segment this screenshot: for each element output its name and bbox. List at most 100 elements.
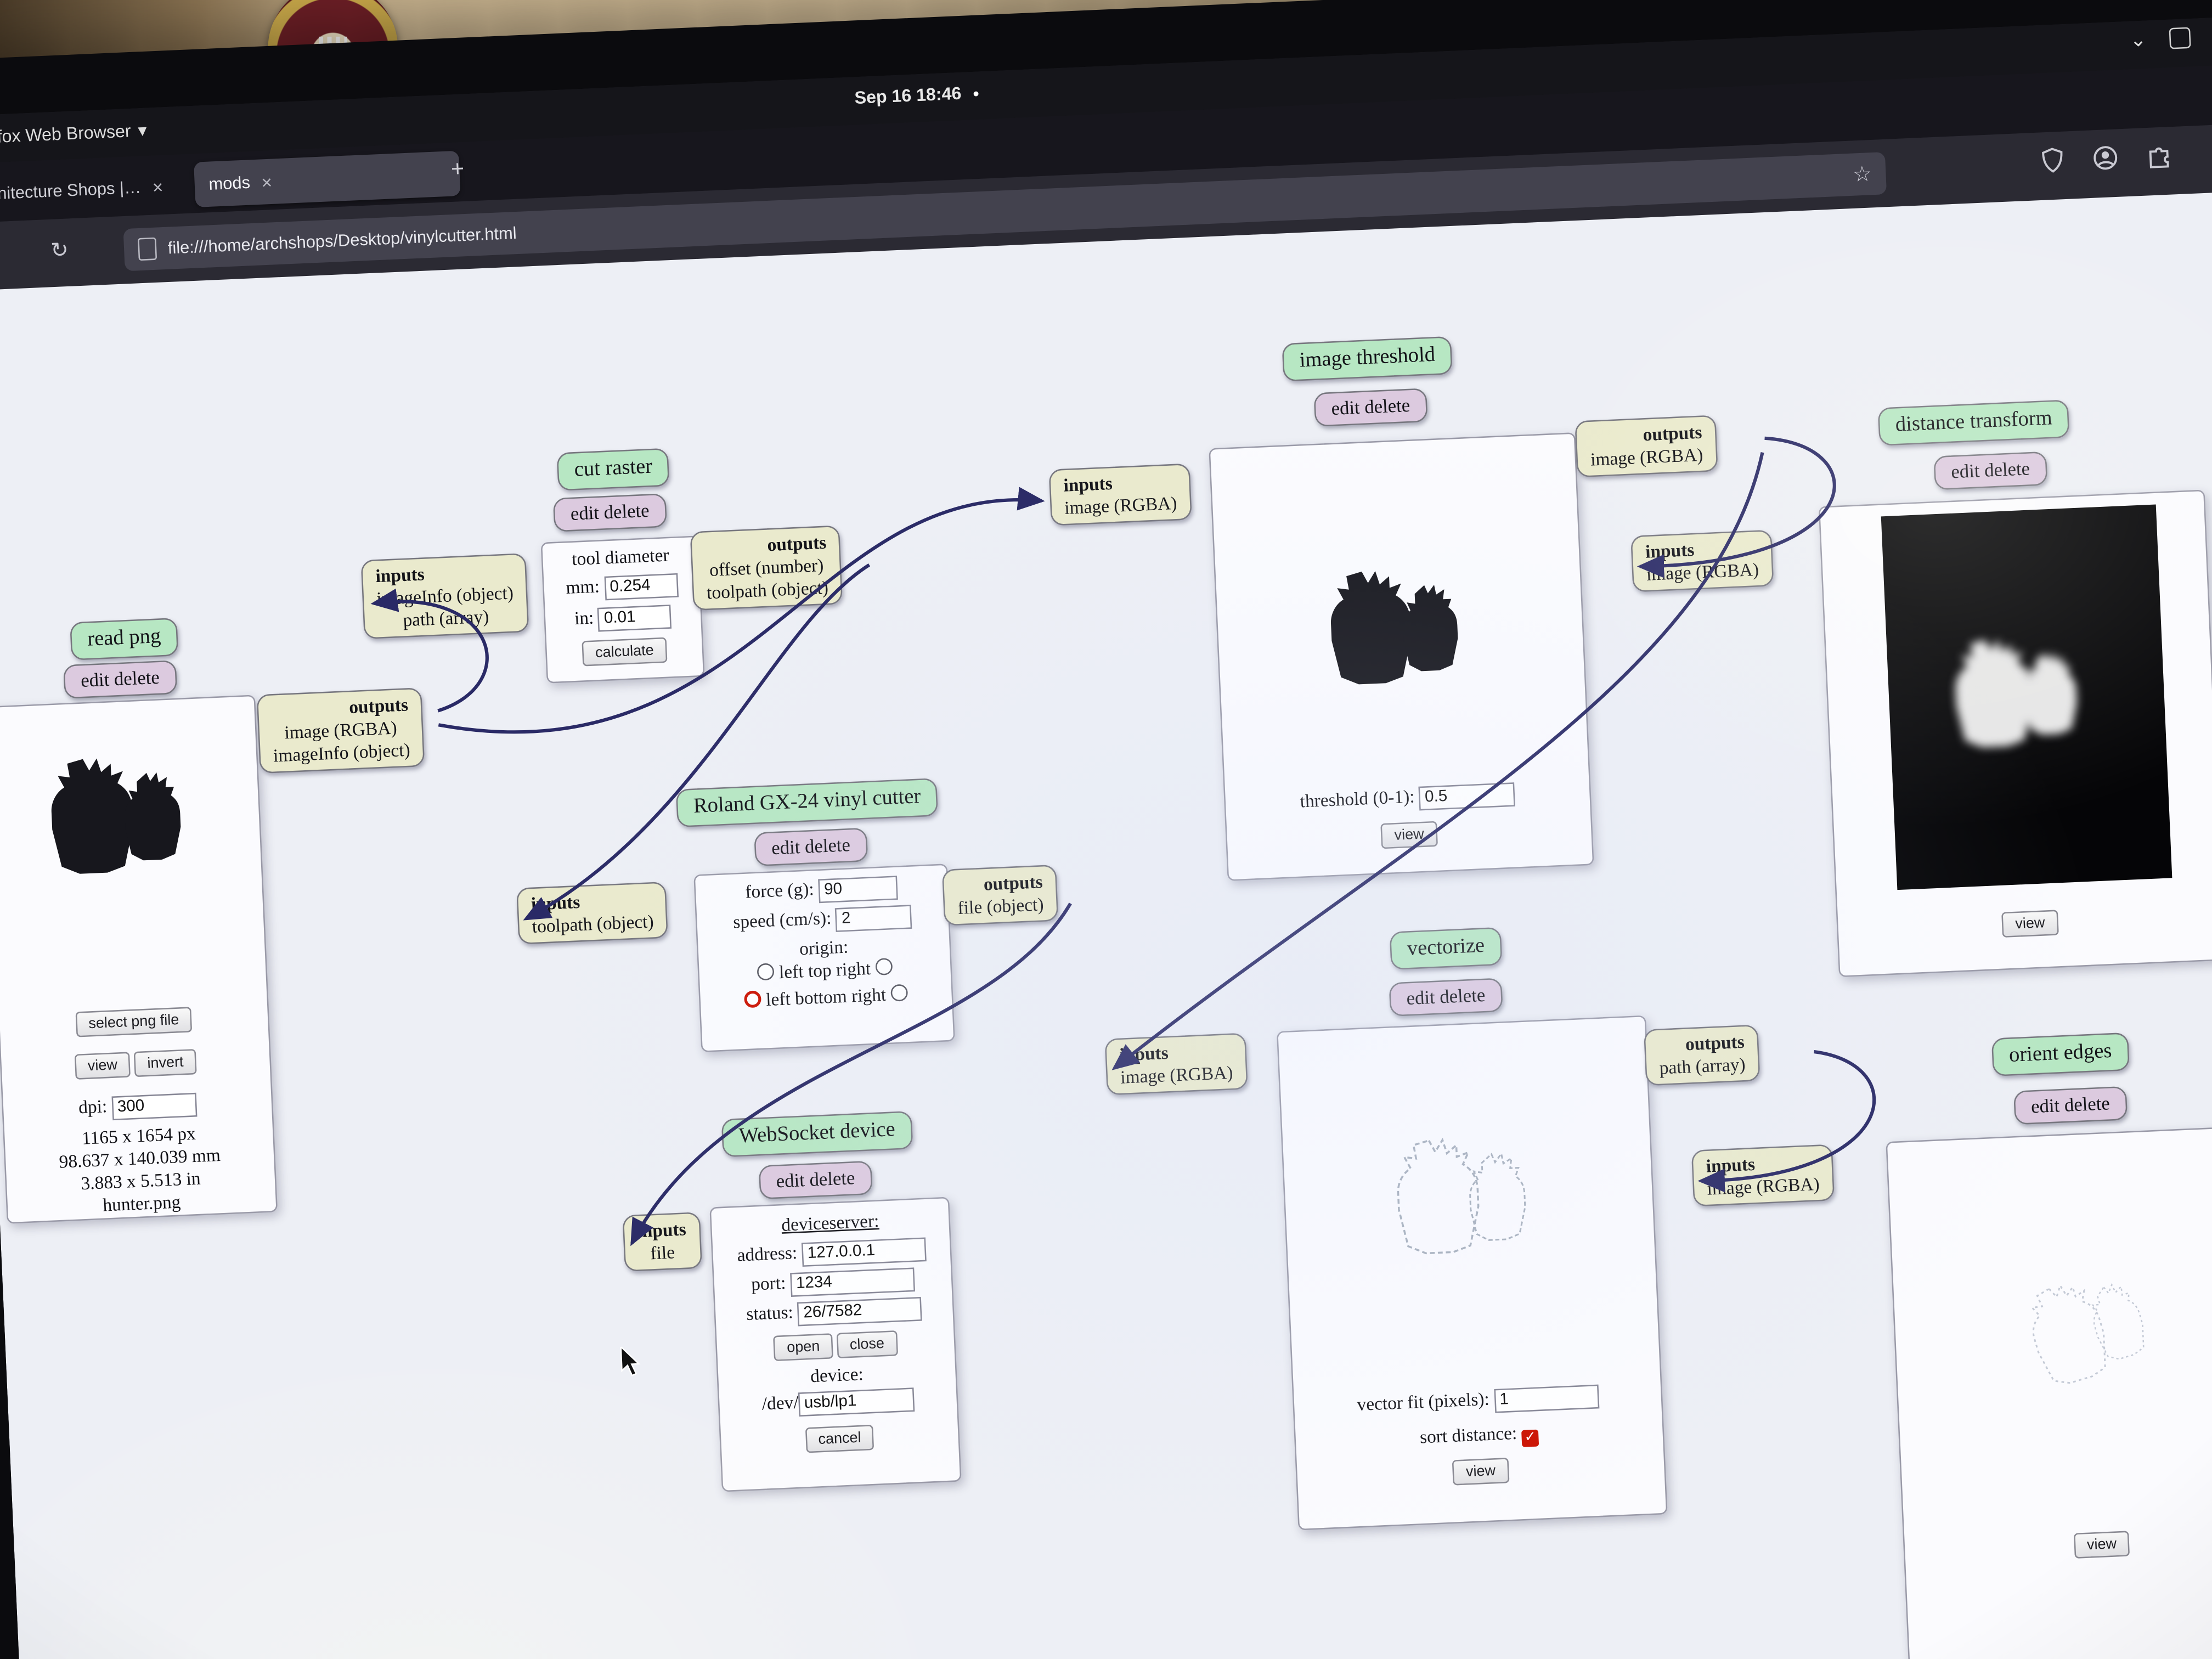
- distance-transform-inputs[interactable]: inputs image (RGBA): [1630, 529, 1774, 592]
- device-path-input[interactable]: [798, 1386, 915, 1416]
- tab-label: mods: [208, 172, 251, 194]
- edit-button[interactable]: edit: [2030, 1094, 2061, 1118]
- calculate-button[interactable]: calculate: [582, 637, 667, 667]
- chevron-down-icon[interactable]: ⌄: [2129, 27, 2147, 51]
- in-input[interactable]: [597, 603, 673, 631]
- vectorize-outputs[interactable]: outputs path (array): [1643, 1024, 1760, 1086]
- clock-label: Sep 16 18:46: [854, 83, 962, 108]
- notification-dot-icon: ●: [972, 86, 980, 100]
- edit-button[interactable]: edit: [775, 1169, 805, 1192]
- origin-left-bottom-radio-selected[interactable]: [744, 990, 762, 1008]
- dpi-label: dpi:: [78, 1095, 108, 1118]
- module-image-threshold-body[interactable]: threshold (0-1): view: [1209, 432, 1594, 881]
- tab-close-icon[interactable]: ×: [151, 176, 164, 198]
- select-png-file-button[interactable]: select png file: [75, 1007, 193, 1037]
- sort-distance-checkbox[interactable]: ✓: [1521, 1429, 1539, 1447]
- edit-button[interactable]: edit: [1406, 986, 1436, 1009]
- image-threshold-outputs[interactable]: outputs image (RGBA): [1575, 415, 1718, 477]
- delete-button[interactable]: delete: [804, 834, 851, 857]
- module-orient-edges-body[interactable]: view: [1886, 1119, 2212, 1659]
- edit-button[interactable]: edit: [771, 836, 801, 859]
- module-read-png-title[interactable]: read png: [70, 617, 179, 661]
- module-websocket-title[interactable]: WebSocket device: [721, 1110, 913, 1158]
- edit-button[interactable]: edit: [80, 668, 110, 691]
- roland-inputs[interactable]: inputs toolpath (object): [516, 881, 669, 944]
- delete-button[interactable]: delete: [1984, 458, 2030, 481]
- module-orient-edges-title[interactable]: orient edges: [1991, 1032, 2130, 1077]
- read-png-preview-image: [49, 755, 183, 875]
- roland-outputs[interactable]: outputs file (object): [941, 864, 1059, 926]
- origin-right-bottom-radio[interactable]: [890, 984, 908, 1002]
- force-input[interactable]: [818, 874, 898, 902]
- view-button[interactable]: view: [1452, 1457, 1509, 1486]
- module-read-png-body[interactable]: select png file view invert dpi: 1165 x …: [0, 695, 278, 1224]
- invert-button[interactable]: invert: [134, 1049, 197, 1077]
- url-text: file:///home/archshops/Desktop/vinylcutt…: [167, 223, 517, 258]
- delete-button[interactable]: delete: [603, 499, 650, 523]
- view-button[interactable]: view: [2073, 1531, 2130, 1559]
- delete-button[interactable]: delete: [2064, 1092, 2111, 1116]
- view-button[interactable]: view: [1381, 821, 1437, 849]
- new-tab-button[interactable]: +: [450, 157, 465, 182]
- origin-right-top-radio[interactable]: [874, 957, 893, 976]
- module-image-threshold-title[interactable]: image threshold: [1282, 336, 1453, 382]
- module-orient-edges-edit-delete: edit delete: [2013, 1086, 2128, 1125]
- bookmark-star-icon[interactable]: ☆: [1852, 162, 1872, 188]
- delete-button[interactable]: delete: [1364, 394, 1410, 418]
- module-roland-body[interactable]: force (g): speed (cm/s): origin: left to…: [693, 864, 955, 1053]
- vectorize-inputs[interactable]: inputs image (RGBA): [1104, 1032, 1248, 1095]
- reload-icon[interactable]: ↻: [50, 238, 69, 263]
- module-vectorize-edit-delete: edit delete: [1389, 978, 1503, 1017]
- status-input[interactable]: [797, 1296, 923, 1326]
- module-vectorize-body[interactable]: vector fit (pixels): sort distance: ✓ vi…: [1276, 1015, 1668, 1531]
- read-png-outputs[interactable]: outputs image (RGBA) imageInfo (object): [256, 687, 425, 774]
- shield-icon[interactable]: [2040, 147, 2066, 173]
- vector-fit-input[interactable]: [1493, 1384, 1599, 1413]
- account-icon[interactable]: [2092, 145, 2119, 171]
- speed-input[interactable]: [835, 904, 913, 932]
- module-cut-raster-body[interactable]: tool diameter mm: in: calculate: [540, 535, 705, 684]
- tab-close-icon[interactable]: ×: [261, 171, 273, 193]
- tab-architecture-shops[interactable]: Architecture Shops | Tutoria ×: [0, 161, 212, 217]
- edit-button[interactable]: edit: [570, 501, 600, 524]
- system-tray[interactable]: ⌄: [2129, 26, 2191, 52]
- quick-settings-icon[interactable]: [2168, 27, 2191, 49]
- extensions-puzzle-icon[interactable]: [2146, 142, 2172, 168]
- mods-canvas[interactable]: read png edit delete select png file vie…: [0, 186, 2212, 1659]
- app-menu[interactable]: Firefox Web Browser ▾: [0, 119, 147, 148]
- delete-button[interactable]: delete: [114, 666, 160, 690]
- module-websocket-body[interactable]: deviceserver: address: port: status:: [709, 1197, 962, 1492]
- app-menu-caret-icon: ▾: [137, 120, 148, 141]
- module-roland-title[interactable]: Roland GX-24 vinyl cutter: [675, 778, 939, 828]
- delete-button[interactable]: delete: [809, 1167, 856, 1190]
- clock[interactable]: Sep 16 18:46 ●: [854, 83, 980, 108]
- module-cut-raster-title[interactable]: cut raster: [556, 448, 670, 491]
- cut-raster-inputs[interactable]: inputs imageInfo (object) path (array): [360, 553, 529, 639]
- mm-input[interactable]: [603, 572, 678, 600]
- dpi-input[interactable]: [111, 1092, 197, 1120]
- threshold-input[interactable]: [1418, 781, 1516, 810]
- module-distance-transform-body[interactable]: view: [1818, 489, 2212, 978]
- origin-left-top-radio[interactable]: [757, 963, 775, 981]
- address-input[interactable]: [801, 1237, 927, 1266]
- tab-mods[interactable]: mods ×: [194, 150, 461, 207]
- port-input[interactable]: [789, 1267, 915, 1296]
- cancel-button[interactable]: cancel: [805, 1424, 874, 1453]
- image-threshold-inputs[interactable]: inputs image (RGBA): [1048, 463, 1192, 526]
- edit-button[interactable]: edit: [1330, 396, 1361, 419]
- tab-label: Architecture Shops | Tutoria: [0, 177, 142, 205]
- page-icon: [137, 237, 157, 261]
- module-vectorize-title[interactable]: vectorize: [1389, 927, 1503, 970]
- delete-button[interactable]: delete: [1439, 984, 1486, 1008]
- open-button[interactable]: open: [774, 1333, 833, 1362]
- cut-raster-outputs[interactable]: outputs offset (number) toolpath (object…: [690, 525, 843, 611]
- view-button[interactable]: view: [2002, 910, 2058, 938]
- module-distance-transform-title[interactable]: distance transform: [1877, 399, 2070, 446]
- view-button[interactable]: view: [74, 1052, 131, 1080]
- module-read-png-edit-delete: edit delete: [63, 660, 177, 699]
- websocket-inputs[interactable]: inputs file: [622, 1212, 702, 1272]
- orient-edges-inputs[interactable]: inputs image (RGBA): [1691, 1144, 1835, 1206]
- edit-button[interactable]: edit: [1950, 460, 1980, 483]
- close-button[interactable]: close: [836, 1330, 898, 1359]
